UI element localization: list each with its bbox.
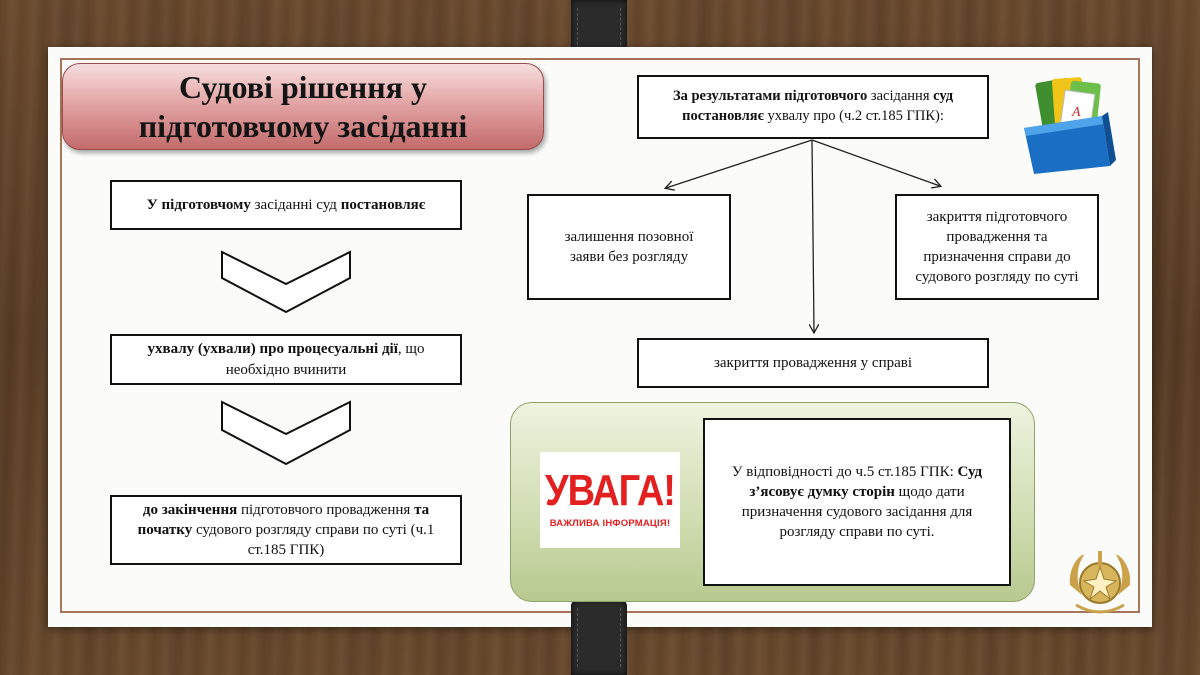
arrow-to-right-outcome xyxy=(811,139,940,186)
left-step-3-box: до закінчення підготовчого провадження т… xyxy=(110,495,462,565)
court-emblem-icon xyxy=(1069,551,1131,614)
binder-strap-bottom xyxy=(571,600,627,675)
slide-title: Судові рішення у підготовчому засіданні xyxy=(62,63,544,150)
arrow-to-left-outcome xyxy=(666,139,813,188)
outcome-close-proceedings: закриття провадження у справі xyxy=(637,338,989,388)
outcome-close-preparatory-proceedings: закриття підготовчого провадження та при… xyxy=(895,194,1099,300)
outcome-leave-without-consideration: залишення позовної заяви без розгляду xyxy=(527,194,731,300)
down-chevron-1-icon xyxy=(221,250,351,314)
left-step-1-box: У підготовчому засіданні суд постановляє xyxy=(110,180,462,230)
arrow-to-bottom-outcome xyxy=(812,139,814,332)
title-line-1: Судові рішення у xyxy=(179,69,427,106)
notice-text-box: У відповідності до ч.5 ст.185 ГПК: Суд з… xyxy=(703,418,1011,586)
svg-text:A: A xyxy=(1071,105,1081,120)
title-line-2: підготовчому засіданні xyxy=(138,107,468,144)
left-step-2-box: ухвалу (ухвали) про процесуальні дії, що… xyxy=(110,334,462,385)
attention-badge-subtitle: ВАЖЛИВА ІНФОРМАЦІЯ! xyxy=(549,517,671,529)
attention-badge-title: УВАГА! xyxy=(545,466,676,515)
right-top-box: За результатами підготовчого засідання с… xyxy=(637,75,989,139)
folders-in-tray-icon: A xyxy=(1024,77,1116,174)
attention-badge: УВАГА! ВАЖЛИВА ІНФОРМАЦІЯ! xyxy=(540,452,680,548)
down-chevron-2-icon xyxy=(221,400,351,466)
